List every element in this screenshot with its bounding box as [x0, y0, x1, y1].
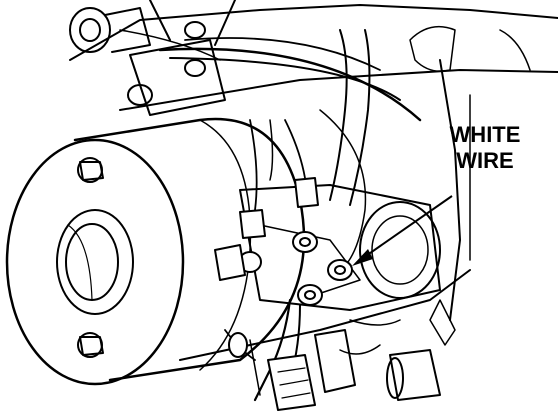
- engine-block-top: [69, 4, 558, 61]
- lower-right-fitting: [389, 349, 441, 401]
- white-wire: [319, 109, 367, 263]
- wire-connector-1: [239, 209, 266, 239]
- callout-line-1: WHITE: [449, 122, 521, 147]
- engine-block-mid: [119, 69, 558, 111]
- motor-end-cap: [5, 138, 185, 386]
- terminal-nut-2: [327, 259, 353, 281]
- white-wire-callout: WHITE WIRE: [430, 122, 540, 174]
- end-cap-bolt-bottom: [77, 332, 104, 358]
- engine-block-right: [439, 59, 461, 321]
- wire-connector-2: [294, 177, 319, 208]
- solenoid-body: [239, 184, 441, 311]
- harness-arc-3: [184, 37, 381, 71]
- harness-arc-2: [169, 57, 401, 101]
- motor-hub-outer: [56, 209, 134, 315]
- callout-line-2: WIRE: [456, 148, 514, 173]
- engine-block-lower: [179, 269, 471, 361]
- arrow-pointer-icon: [352, 195, 453, 266]
- terminal-nut-1: [292, 231, 318, 253]
- vertical-hose: [329, 29, 348, 201]
- end-cap-bolt-top: [77, 157, 104, 183]
- terminal-nut-3: [297, 284, 323, 306]
- harness-arc-1: [158, 47, 422, 122]
- lower-connector: [314, 329, 356, 393]
- top-left-connector: [69, 7, 111, 53]
